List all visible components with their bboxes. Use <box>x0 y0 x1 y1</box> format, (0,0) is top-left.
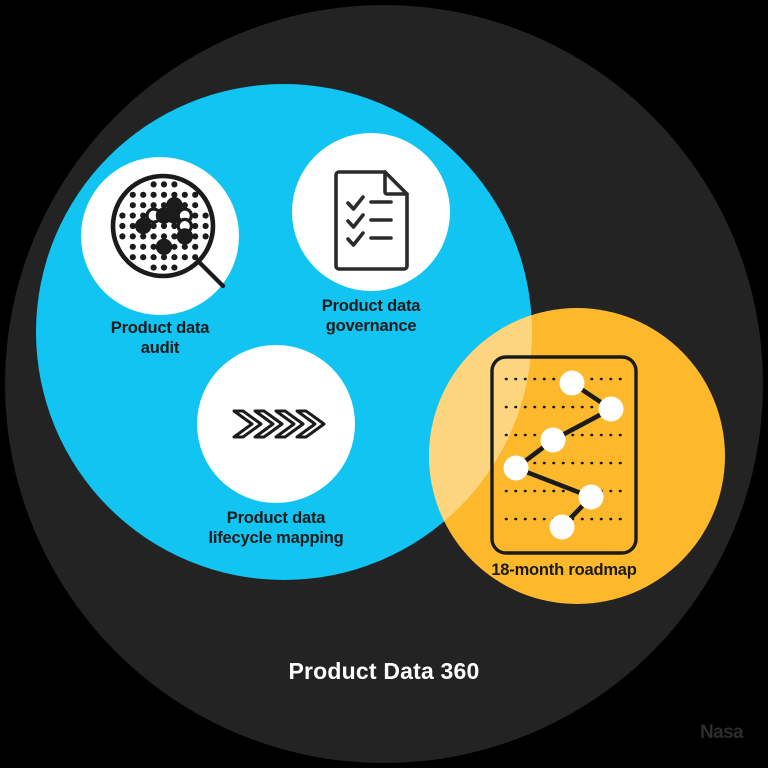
roadmap-nodes <box>503 370 624 540</box>
node-eighteen-month-roadmap[interactable] <box>490 355 638 555</box>
node-product-data-governance[interactable] <box>292 133 450 291</box>
node-product-data-audit[interactable] <box>81 157 239 315</box>
checklist-document-icon <box>334 170 409 271</box>
chevrons-right-icon <box>232 409 326 439</box>
magnifier-data-icon <box>110 173 226 289</box>
roadmap-card <box>490 355 638 555</box>
node-product-data-lifecycle-mapping[interactable] <box>197 345 355 503</box>
